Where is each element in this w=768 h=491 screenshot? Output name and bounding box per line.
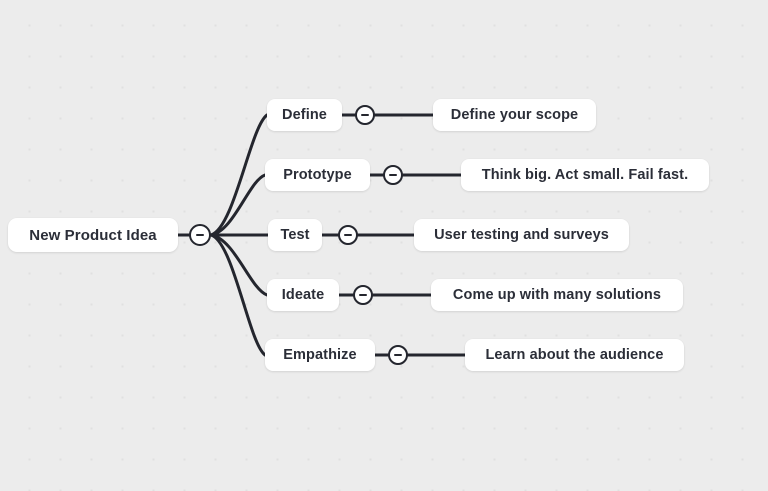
root-node-label: New Product Idea — [29, 226, 157, 244]
leaf-node-3[interactable]: Come up with many solutions — [431, 279, 683, 311]
leaf-node-label-1: Think big. Act small. Fail fast. — [481, 167, 689, 183]
branch-edge-4 — [209, 233, 267, 357]
branch-edge-3 — [209, 233, 269, 297]
branch-node-label-4: Empathize — [283, 347, 357, 363]
root-collapse-toggle[interactable] — [189, 224, 211, 246]
minus-glyph — [344, 233, 352, 237]
minus-glyph — [359, 293, 367, 297]
minus-glyph — [196, 233, 204, 237]
leaf-node-label-3: Come up with many solutions — [452, 287, 662, 303]
branch-collapse-toggle-4[interactable] — [388, 345, 408, 365]
branch-node-1[interactable]: Prototype — [265, 159, 370, 191]
branch-edge-0 — [209, 113, 269, 237]
branch-edge-1 — [209, 173, 267, 237]
leaf-node-0[interactable]: Define your scope — [433, 99, 596, 131]
leaf-node-label-0: Define your scope — [450, 107, 579, 123]
leaf-node-2[interactable]: User testing and surveys — [414, 219, 629, 251]
branch-node-0[interactable]: Define — [267, 99, 342, 131]
branch-node-3[interactable]: Ideate — [267, 279, 339, 311]
branch-node-2[interactable]: Test — [268, 219, 322, 251]
minus-glyph — [389, 173, 397, 177]
branch-collapse-toggle-2[interactable] — [338, 225, 358, 245]
branch-node-4[interactable]: Empathize — [265, 339, 375, 371]
leaf-node-4[interactable]: Learn about the audience — [465, 339, 684, 371]
branch-collapse-toggle-3[interactable] — [353, 285, 373, 305]
branch-node-label-0: Define — [282, 107, 327, 123]
root-node[interactable]: New Product Idea — [8, 218, 178, 252]
branch-collapse-toggle-1[interactable] — [383, 165, 403, 185]
leaf-node-1[interactable]: Think big. Act small. Fail fast. — [461, 159, 709, 191]
leaf-node-label-4: Learn about the audience — [485, 347, 664, 363]
branch-node-label-3: Ideate — [281, 287, 325, 303]
minus-glyph — [361, 113, 369, 117]
branch-node-label-1: Prototype — [283, 167, 352, 183]
minus-glyph — [394, 353, 402, 357]
leaf-node-label-2: User testing and surveys — [434, 227, 609, 243]
branch-collapse-toggle-0[interactable] — [355, 105, 375, 125]
branch-node-label-2: Test — [280, 227, 310, 243]
